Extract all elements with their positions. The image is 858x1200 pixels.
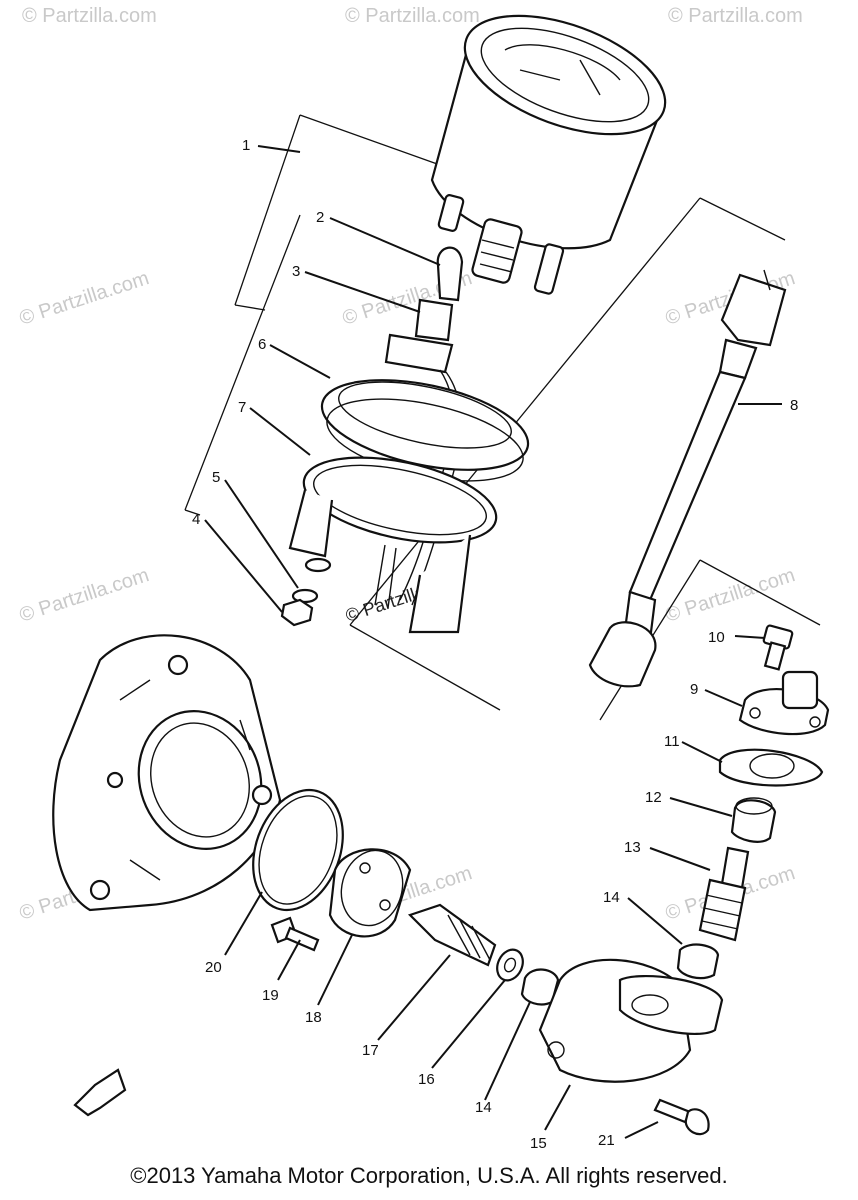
callout-14-lower: 14 <box>475 1099 492 1116</box>
callout-15: 15 <box>530 1135 547 1152</box>
callout-16: 16 <box>418 1071 435 1088</box>
callout-6: 6 <box>258 336 266 353</box>
callout-19: 19 <box>262 987 279 1004</box>
watermark-text: © Partzilla.com <box>663 564 798 627</box>
callout-14: 14 <box>603 889 620 906</box>
callout-1: 1 <box>242 137 250 154</box>
watermark-text: © Partzilla.com <box>345 5 480 27</box>
watermark-text: © Partzilla.com <box>22 5 157 27</box>
front-arrow-icon <box>73 1068 127 1117</box>
part-speedometer-gauge <box>430 14 667 295</box>
part-gasket-bracket <box>288 456 498 634</box>
assembly-brackets <box>184 114 821 721</box>
part-speedometer-cable <box>588 269 787 688</box>
part-bolt-10 <box>762 624 794 671</box>
callout-20: 20 <box>205 959 222 976</box>
callout-17: 17 <box>362 1042 379 1059</box>
callout-12: 12 <box>645 789 662 806</box>
watermark-text: © Partzilla.com <box>17 564 152 627</box>
part-bushing-12 <box>730 797 777 843</box>
part-crankcase-cover <box>52 634 282 912</box>
part-bushing-14 <box>676 943 720 980</box>
callout-5: 5 <box>212 469 220 486</box>
part-washer-16 <box>496 948 524 982</box>
callout-13: 13 <box>624 839 641 856</box>
callout-4: 4 <box>192 511 200 528</box>
part-drive-plate <box>328 848 412 938</box>
callout-10: 10 <box>708 629 725 646</box>
callout-8: 8 <box>790 397 798 414</box>
callout-2: 2 <box>316 209 324 226</box>
part-driven-gear <box>698 846 750 942</box>
watermark-text: © Partzilla.com <box>668 5 803 27</box>
part-washer-nut <box>280 557 332 627</box>
part-bolt-19 <box>270 916 320 952</box>
part-gasket-11 <box>718 748 824 787</box>
part-gear-housing <box>538 958 724 1083</box>
callout-labels: 1 2 3 6 7 5 4 8 10 9 11 12 13 14 20 19 1… <box>192 137 798 1152</box>
callout-3: 3 <box>292 263 300 280</box>
callout-7: 7 <box>238 399 246 416</box>
callout-18: 18 <box>305 1009 322 1026</box>
leader-lines <box>204 145 782 1139</box>
part-drive-gear <box>407 903 497 967</box>
copyright-notice: ©2013 Yamaha Motor Corporation, U.S.A. A… <box>130 1163 728 1188</box>
part-drive-housing <box>738 670 830 736</box>
callout-11: 11 <box>664 733 680 750</box>
part-bulb <box>436 246 464 302</box>
part-bolt-21 <box>653 1098 710 1136</box>
callout-21: 21 <box>598 1132 615 1149</box>
callout-9: 9 <box>690 681 698 698</box>
watermark-text: © Partzilla.com <box>17 267 152 330</box>
